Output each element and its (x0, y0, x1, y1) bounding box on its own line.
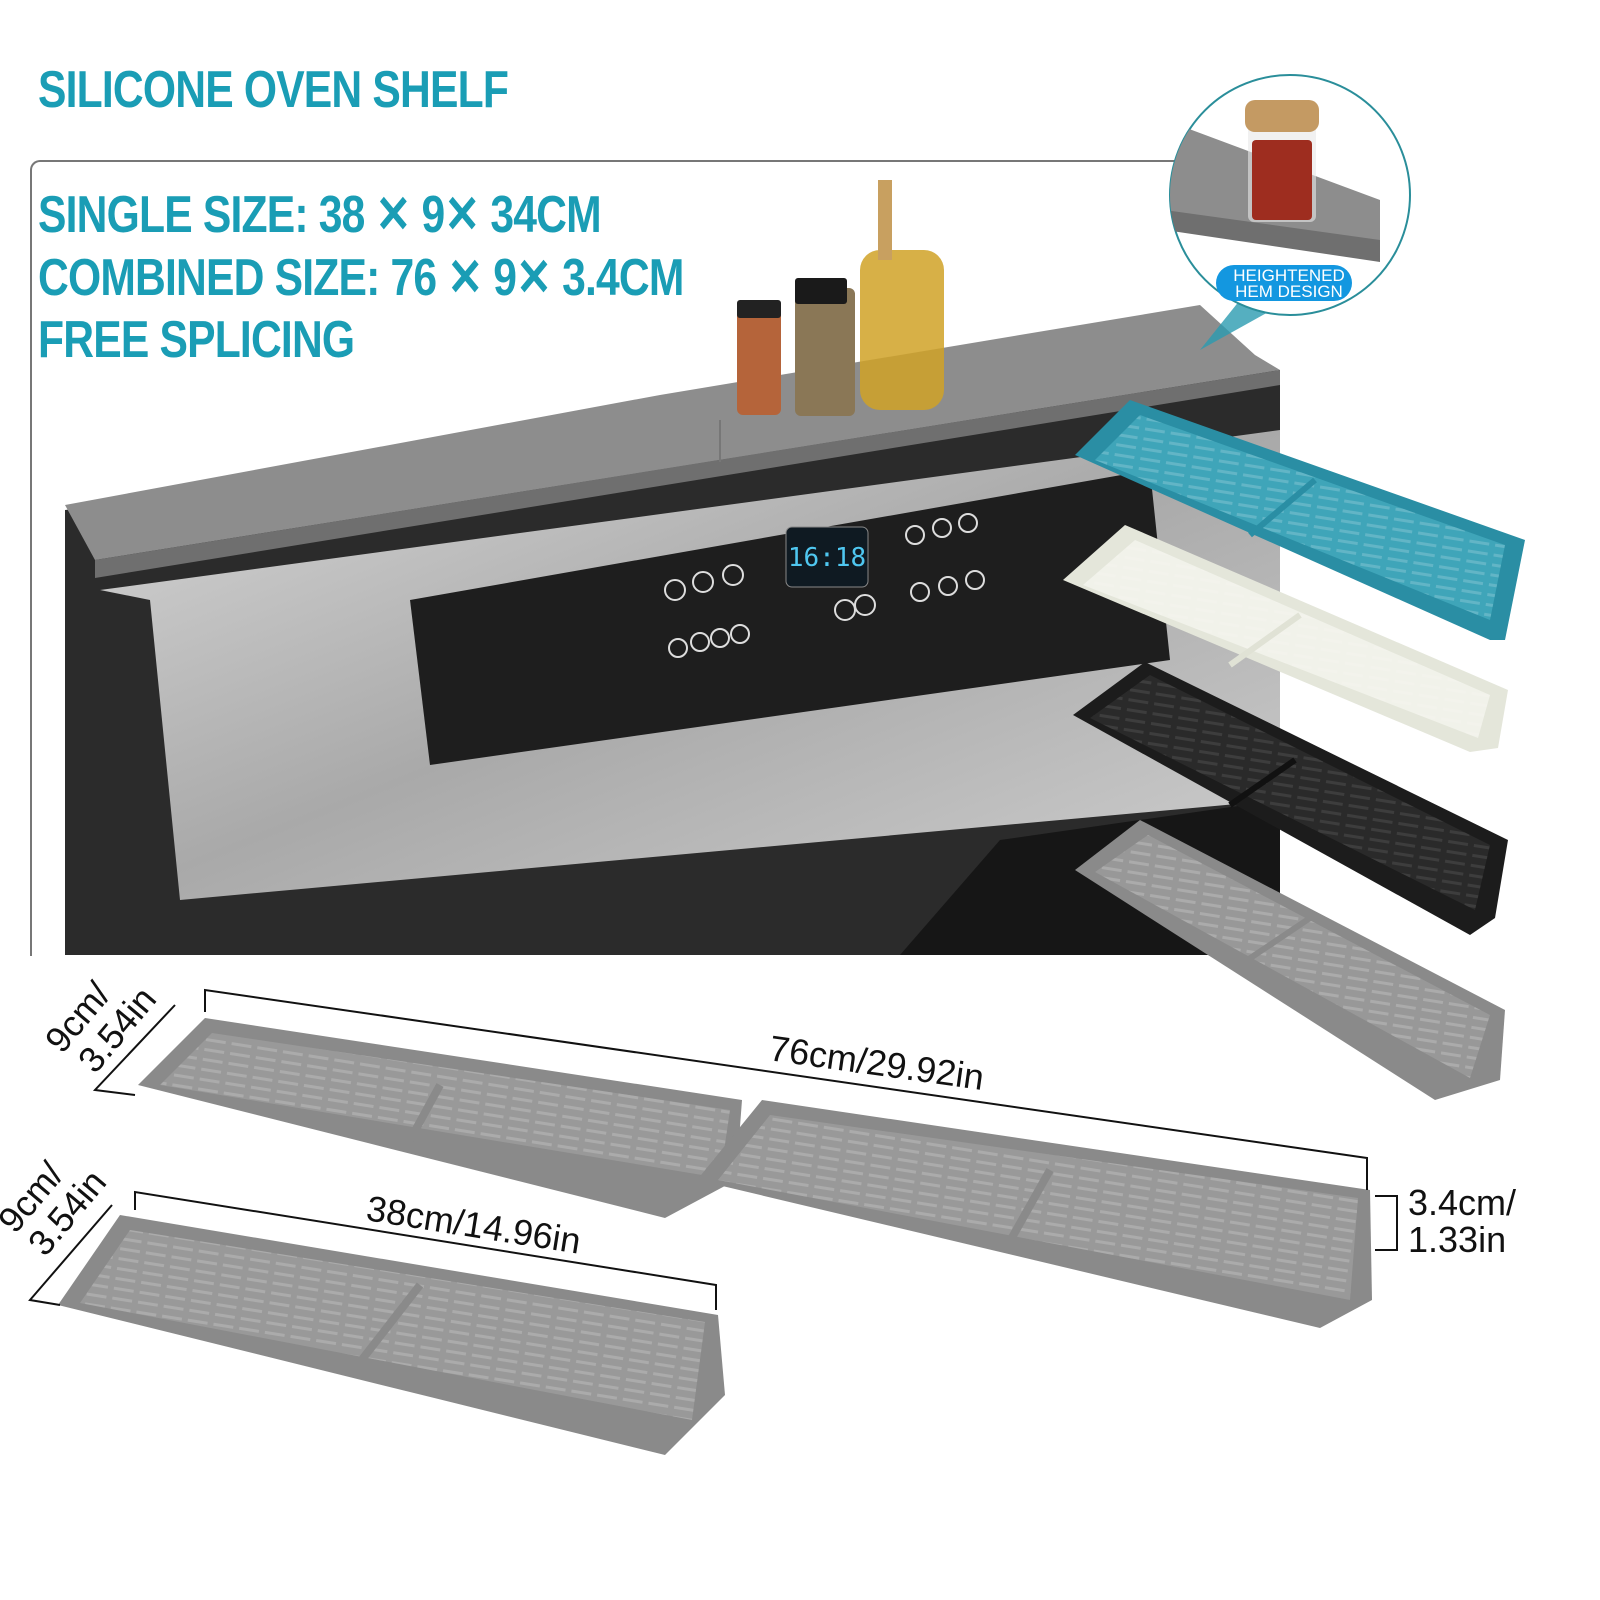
spice-jar (795, 288, 855, 416)
combined-trays (138, 1018, 1372, 1328)
shelf-on-oven (65, 180, 1280, 578)
spice-jar (1252, 140, 1312, 220)
single-length-label: 38cm/14.96in (364, 1187, 584, 1261)
free-splicing-spec: FREE SPLICING (38, 311, 355, 369)
dimension-lines (28, 988, 1398, 1310)
spice-jar (737, 310, 781, 415)
oven-display-time: 16:18 (788, 543, 866, 573)
control-panel (410, 470, 1170, 765)
single-tray (58, 1215, 725, 1455)
tray-black (1073, 662, 1508, 935)
height-label-2: 1.33in (1408, 1219, 1506, 1260)
tray-white (1063, 525, 1508, 752)
hem-badge-line1: HEIGHTENED (1233, 266, 1344, 285)
oil-bottle (860, 250, 944, 410)
height-label-1: 3.4cm/ (1408, 1182, 1516, 1223)
hem-badge (1216, 265, 1352, 301)
tray-gray (1075, 820, 1505, 1100)
single-size-spec: SINGLE SIZE: 38 ✕ 9✕ 34CM (38, 186, 602, 244)
product-photo-frame (30, 160, 1374, 956)
control-buttons (664, 513, 985, 658)
hem-design-callout: HEIGHTENED HEM DESIGN (1169, 74, 1411, 350)
page-title: SILICONE OVEN SHELF (38, 61, 509, 119)
combined-size-spec: COMBINED SIZE: 76 ✕ 9✕ 3.4CM (38, 249, 684, 307)
color-variants (1063, 400, 1525, 1100)
hem-badge-line2: HEM DESIGN (1235, 282, 1343, 301)
tray-teal (1075, 400, 1525, 640)
oven-display (785, 526, 869, 588)
